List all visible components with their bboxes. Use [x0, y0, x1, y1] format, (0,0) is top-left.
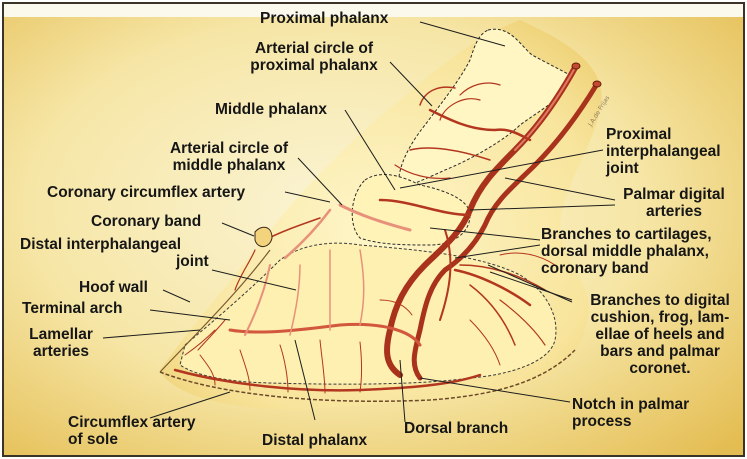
label-line: Notch in palmar: [572, 396, 689, 413]
label-line: middle phalanx: [149, 157, 309, 174]
label-arterial-circle-middle: Arterial circle of middle phalanx: [149, 140, 309, 174]
label-branches-to-cartilages: Branches to cartilages, dorsal middle ph…: [541, 226, 712, 277]
label-line: Branches to cartilages,: [541, 226, 712, 243]
label-line: Circumflex artery: [68, 414, 196, 431]
label-distal-interphalangeal-joint: Distal interphalangeal joint: [20, 236, 209, 270]
label-line: Branches to digital: [575, 292, 745, 309]
coronary-band-shape: [255, 227, 272, 246]
label-line: interphalangeal: [606, 143, 721, 160]
label-line: cushion, frog, lam-: [575, 309, 745, 326]
label-line: Proximal: [606, 126, 721, 143]
label-dorsal-branch: Dorsal branch: [404, 420, 508, 437]
label-line: Lamellar: [20, 326, 102, 343]
label-coronary-band: Coronary band: [91, 213, 201, 230]
label-middle-phalanx: Middle phalanx: [215, 101, 327, 118]
label-proximal-phalanx: Proximal phalanx: [260, 10, 388, 27]
label-line: bars and palmar: [575, 343, 745, 360]
label-line: Arterial circle of: [149, 140, 309, 157]
label-line: proximal phalanx: [234, 57, 394, 74]
label-line: joint: [606, 160, 721, 177]
label-line: dorsal middle phalanx,: [541, 243, 712, 260]
label-line: Palmar digital: [616, 186, 732, 203]
label-notch-in-palmar-process: Notch in palmar process: [572, 396, 689, 430]
label-palmar-digital-arteries: Palmar digital arteries: [616, 186, 732, 220]
label-line: ellae of heels and: [575, 326, 745, 343]
label-proximal-interphalangeal-joint: Proximal interphalangeal joint: [606, 126, 721, 177]
label-arterial-circle-proximal: Arterial circle of proximal phalanx: [234, 40, 394, 74]
label-line: arteries: [20, 343, 102, 360]
label-line: Arterial circle of: [234, 40, 394, 57]
label-lamellar-arteries: Lamellar arteries: [20, 326, 102, 360]
label-distal-phalanx: Distal phalanx: [262, 432, 367, 449]
label-line: joint: [20, 253, 209, 270]
label-line: coronary band: [541, 260, 712, 277]
label-terminal-arch: Terminal arch: [22, 300, 123, 317]
label-line: of sole: [68, 431, 196, 448]
label-line: Distal interphalangeal: [20, 236, 209, 253]
label-line: arteries: [616, 203, 732, 220]
label-line: process: [572, 413, 689, 430]
label-branches-to-digital-cushion: Branches to digital cushion, frog, lam- …: [575, 292, 745, 377]
label-hoof-wall: Hoof wall: [79, 279, 148, 296]
label-circumflex-artery-of-sole: Circumflex artery of sole: [68, 414, 196, 448]
label-line: coronet.: [575, 360, 745, 377]
label-coronary-circumflex-artery: Coronary circumflex artery: [47, 184, 245, 201]
